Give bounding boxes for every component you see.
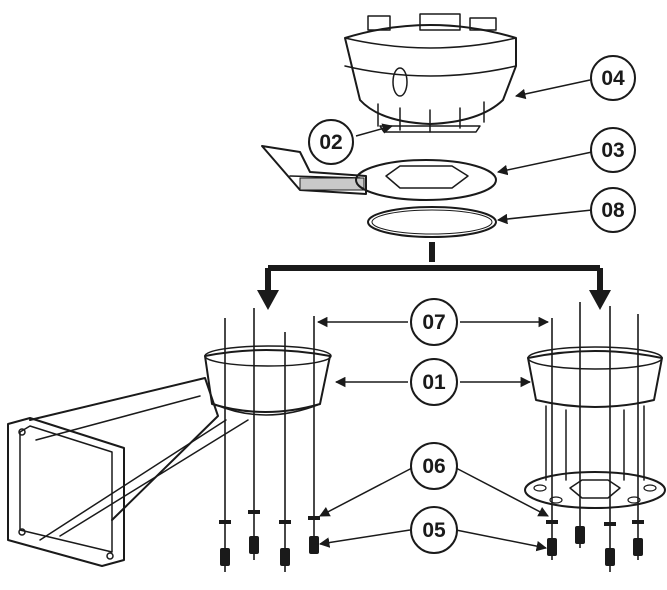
callout-05: 05 [410, 506, 458, 554]
gasket-ring [367, 206, 497, 238]
screw-rods [224, 302, 639, 572]
callout-05-label: 05 [422, 519, 446, 542]
callout-02-label: 02 [319, 131, 342, 154]
mounting-bracket-plate [261, 145, 367, 195]
split-arrow [257, 242, 611, 310]
callout-03-label: 03 [601, 139, 624, 162]
callout-06-label: 06 [422, 455, 445, 478]
callout-04: 04 [590, 55, 636, 101]
pole-adapter-mount [524, 346, 666, 509]
leader-lines [316, 79, 593, 552]
callout-02: 02 [308, 119, 354, 165]
callout-08-label: 08 [601, 199, 625, 222]
callout-01: 01 [410, 358, 458, 406]
wall-arm-mount [7, 345, 332, 567]
callout-03: 03 [590, 127, 636, 173]
callout-07-label: 07 [422, 311, 445, 334]
washers [219, 510, 644, 526]
octagon-adapter-ring [355, 159, 497, 201]
callout-06: 06 [410, 442, 458, 490]
callout-04-label: 04 [601, 67, 625, 90]
callout-07: 07 [410, 298, 458, 346]
camera-housing [344, 13, 517, 133]
callout-01-label: 01 [422, 371, 446, 394]
screw-heads [220, 526, 643, 566]
callout-08: 08 [590, 187, 636, 233]
